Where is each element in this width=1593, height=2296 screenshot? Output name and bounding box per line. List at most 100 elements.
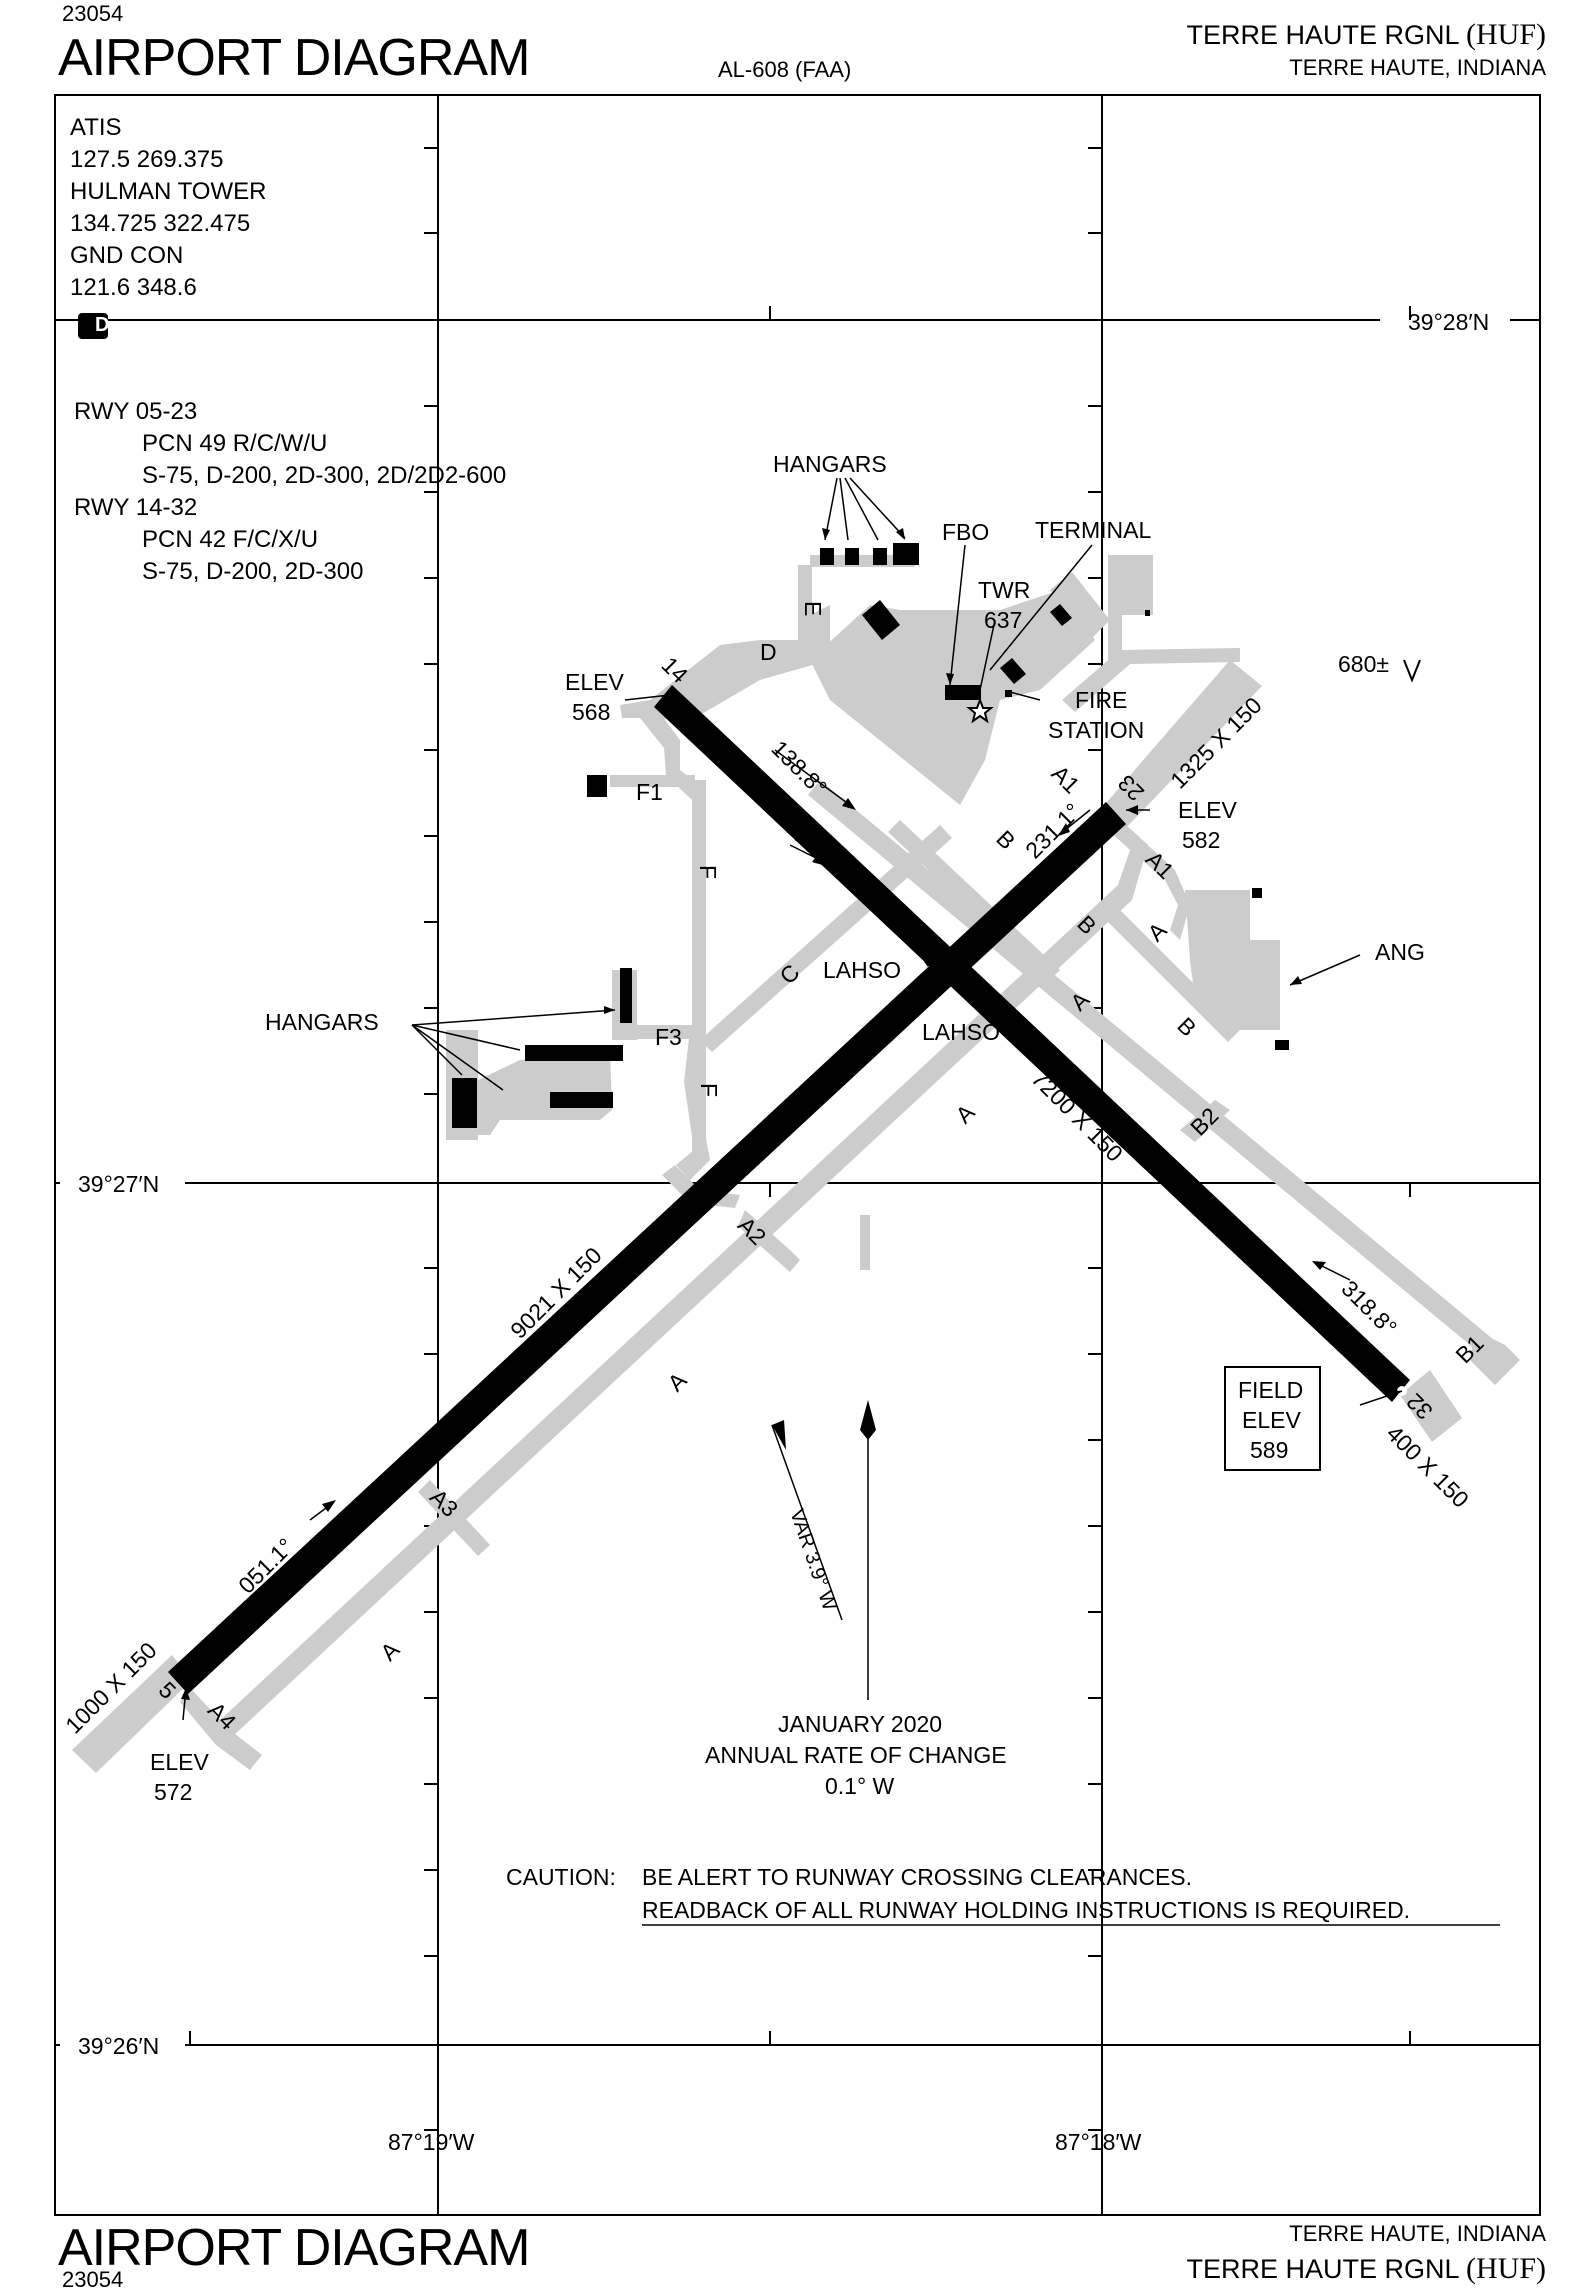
obstacle-icon bbox=[1403, 659, 1421, 683]
taxiway-a3 bbox=[418, 1480, 490, 1556]
caution-label: CAUTION: bbox=[506, 1864, 616, 1890]
f3-hangar bbox=[620, 968, 632, 1023]
lahso-label-2: LAHSO bbox=[922, 1019, 1000, 1045]
fire-label: FIRE bbox=[1075, 687, 1127, 713]
lat-label-bottom: 39°26′N bbox=[78, 2033, 159, 2059]
hangar-building bbox=[893, 543, 919, 565]
tower-label: TWR bbox=[978, 577, 1030, 603]
chart-number-top: 23054 bbox=[62, 1, 124, 26]
field-label: FIELD bbox=[1238, 1377, 1303, 1403]
lon-label-east: 87°18′W bbox=[1055, 2129, 1142, 2155]
taxiway-a-label-3: A bbox=[950, 1099, 980, 1129]
chart-number-bottom: 23054 bbox=[62, 2267, 124, 2292]
rwy-05-23-label: RWY 05-23 bbox=[74, 398, 198, 425]
airport-location-top: TERRE HAUTE, INDIANA bbox=[1289, 55, 1546, 80]
airport-location-bottom: TERRE HAUTE, INDIANA bbox=[1289, 2221, 1546, 2246]
buildings bbox=[452, 543, 1289, 1128]
station-label: STATION bbox=[1048, 717, 1144, 743]
date-label: JANUARY 2020 bbox=[778, 1711, 942, 1737]
taxiway-f3-label: F3 bbox=[655, 1024, 682, 1050]
taxiway-f1-label: F1 bbox=[636, 779, 663, 805]
elev-5-label: ELEV bbox=[150, 1749, 209, 1775]
frequency-list: ATIS 127.5 269.375 HULMAN TOWER 134.725 … bbox=[70, 112, 266, 304]
obstacle-label: 680± bbox=[1338, 651, 1389, 677]
west-hangar bbox=[452, 1078, 477, 1128]
chart-frame bbox=[54, 94, 1541, 2216]
hangar-building bbox=[820, 548, 834, 565]
atis-label: ATIS bbox=[70, 114, 122, 141]
field-elev-word: ELEV bbox=[1242, 1407, 1301, 1433]
airport-name-bottom: TERRE HAUTE RGNL (HUF) bbox=[1186, 2252, 1546, 2285]
taxiway-e bbox=[798, 565, 812, 645]
taxiway-a1-label: A1 bbox=[1047, 760, 1085, 798]
airport-name-top: TERRE HAUTE RGNL (HUF) bbox=[1186, 18, 1546, 51]
taxiway-a-label-4: A bbox=[662, 1367, 692, 1397]
taxiway-d-label: D bbox=[760, 639, 777, 665]
elev-23-label: ELEV bbox=[1178, 797, 1237, 823]
runway-14-32 bbox=[654, 685, 1410, 1402]
building bbox=[1050, 604, 1072, 626]
fbo-building bbox=[945, 685, 981, 700]
page-title-top: AIRPORT DIAGRAM bbox=[58, 29, 530, 87]
taxiway-b2 bbox=[1180, 1100, 1230, 1142]
lat-label-top: 39°28′N bbox=[1408, 309, 1489, 335]
terminal-building-area bbox=[1108, 555, 1153, 615]
variation-label: VAR 3.9° W bbox=[785, 1506, 840, 1613]
magnetic-north-arrow bbox=[772, 1420, 786, 1450]
taxiway-b-label-1: B bbox=[991, 825, 1020, 854]
ang-building bbox=[1252, 888, 1262, 898]
rate-label: ANNUAL RATE OF CHANGE bbox=[705, 1742, 1007, 1768]
taxiway-b1 bbox=[1470, 1330, 1520, 1385]
hangar-building bbox=[873, 548, 887, 565]
taxiway-f-label-2: F bbox=[696, 1083, 722, 1097]
hangar-building bbox=[845, 548, 859, 565]
field-elev-box bbox=[1224, 1366, 1321, 1471]
atis-freq: 127.5 269.375 bbox=[70, 146, 224, 173]
rwy05-overrun bbox=[72, 1655, 192, 1773]
taxiway-a4 bbox=[180, 1690, 262, 1770]
taxiway-c bbox=[700, 825, 952, 1052]
caution-line-2: READBACK OF ALL RUNWAY HOLDING INSTRUCTI… bbox=[642, 1897, 1410, 1923]
fbo-label: FBO bbox=[942, 519, 989, 545]
fire-station-icon bbox=[966, 697, 994, 724]
rwy-05-23-weights: S-75, D-200, 2D-300, 2D/2D2-600 bbox=[142, 462, 507, 489]
grid-ticks bbox=[189, 147, 1411, 2131]
west-hangar bbox=[525, 1045, 623, 1061]
runways bbox=[168, 685, 1410, 1694]
taxiway-b-label-3: B bbox=[1172, 1012, 1201, 1041]
ang-apron bbox=[1185, 890, 1280, 1030]
tower-height: 637 bbox=[984, 607, 1022, 633]
rwy-14-32-label: RWY 14-32 bbox=[74, 494, 198, 521]
rate-value: 0.1° W bbox=[825, 1773, 895, 1799]
rwy23-overrun bbox=[1100, 660, 1262, 832]
taxiway-f-label: F bbox=[695, 865, 721, 879]
taxiway-f bbox=[692, 780, 706, 1160]
taxiway-a-label-5: A bbox=[375, 1636, 405, 1666]
taxiway-f3 bbox=[620, 1025, 700, 1039]
rwy-14-32-pcn: PCN 42 F/C/X/U bbox=[142, 526, 319, 553]
d-symbol: D bbox=[95, 314, 109, 336]
field-elev-value: 589 bbox=[1250, 1437, 1288, 1463]
f1-building bbox=[587, 775, 607, 797]
procedure-id: AL-608 (FAA) bbox=[718, 57, 852, 82]
elev-5-value: 572 bbox=[154, 1779, 192, 1805]
lahso-label-1: LAHSO bbox=[823, 957, 901, 983]
leader-lines bbox=[182, 477, 1403, 1721]
rwy-05-23-pcn: PCN 49 R/C/W/U bbox=[142, 430, 328, 457]
runway-05-23 bbox=[168, 802, 1126, 1694]
elev-14-value: 568 bbox=[572, 699, 610, 725]
ground-freq: 121.6 348.6 bbox=[70, 274, 197, 301]
ang-label: ANG bbox=[1375, 939, 1425, 965]
lat-lon-grid bbox=[55, 95, 1540, 2215]
lat-label-mid: 39°27′N bbox=[78, 1171, 159, 1197]
taxiway-a2 bbox=[738, 1210, 800, 1272]
hangars-label-top: HANGARS bbox=[773, 451, 887, 477]
taxiway-a bbox=[218, 885, 1132, 1737]
taxiway-d-area bbox=[650, 605, 830, 720]
terminal-label: TERMINAL bbox=[1035, 517, 1152, 543]
elev-14-label: ELEV bbox=[565, 669, 624, 695]
elev-23-value: 582 bbox=[1182, 827, 1220, 853]
taxiway-f1 bbox=[610, 775, 695, 787]
hangars-label-left: HANGARS bbox=[265, 1009, 379, 1035]
